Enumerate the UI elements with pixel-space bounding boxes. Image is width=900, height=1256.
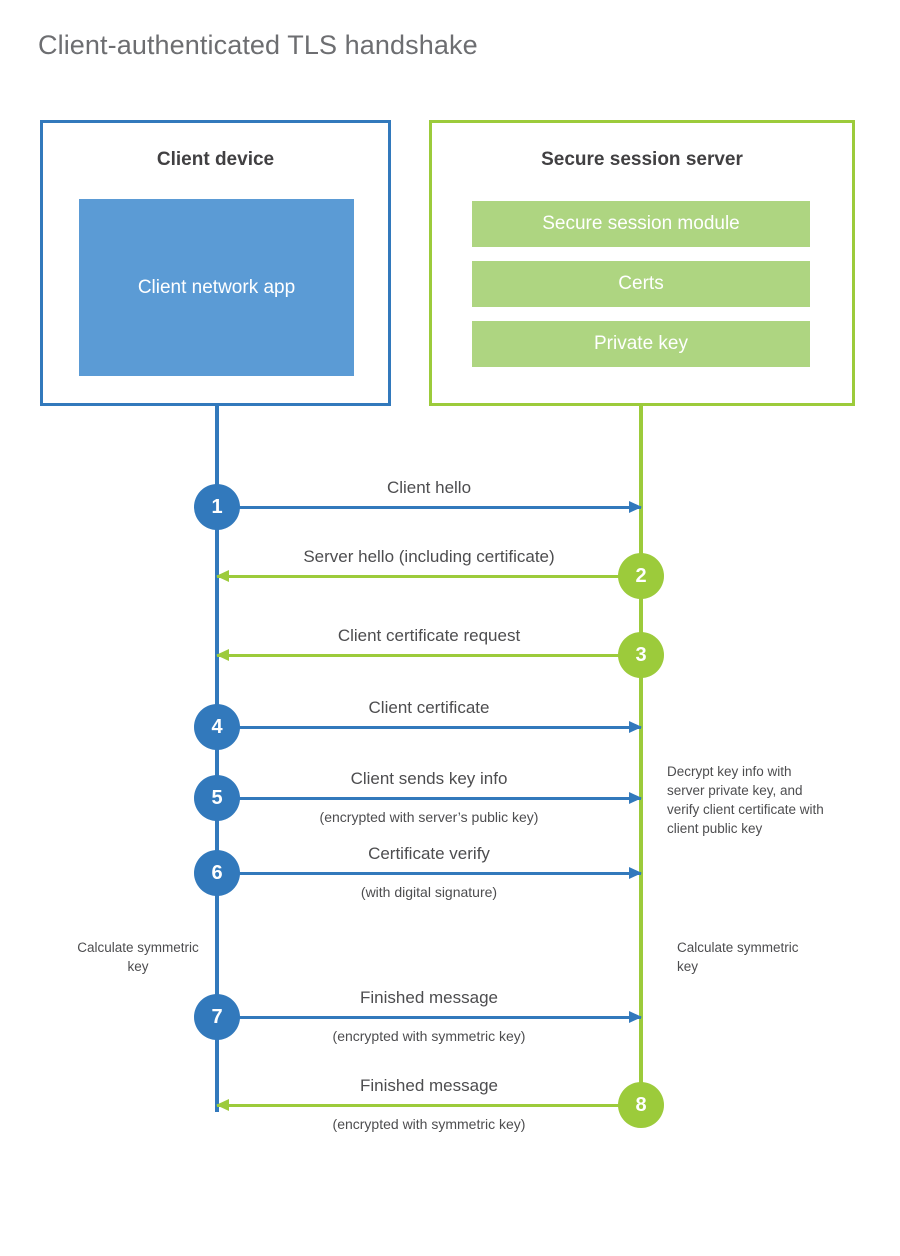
arrow-head-left-icon	[216, 570, 229, 582]
step-number-3: 3	[635, 643, 647, 666]
arrow-line	[217, 726, 641, 729]
client-lifeline	[215, 406, 219, 1112]
message-sublabel-6: (with digital signature)	[360, 884, 498, 900]
step-number-4: 4	[211, 715, 223, 738]
arrow-head-right-icon	[629, 501, 642, 513]
annotation-server-decrypt: Decrypt key info with server private key…	[667, 764, 824, 837]
arrow-head-left-icon	[216, 649, 229, 661]
step-circle-8: 8	[618, 1082, 664, 1128]
arrow-head-left-icon	[216, 1099, 229, 1111]
arrow-head-right-icon	[629, 792, 642, 804]
annotation-server-calculate-symmetric-key: Calculate symmetric key	[677, 940, 799, 975]
arrow-line	[217, 1104, 641, 1107]
arrow-line	[217, 1016, 641, 1019]
message-label-5: Client sends key info	[350, 769, 508, 788]
step-circle-2: 2	[618, 553, 664, 599]
arrow-head-right-icon	[629, 721, 642, 733]
step-circle-6: 6	[194, 850, 240, 896]
message-label-6: Certificate verify	[368, 844, 490, 863]
client-network-app-block: Client network app	[79, 199, 354, 376]
server-lifeline	[639, 406, 643, 1107]
message-label-8: Finished message	[360, 1076, 498, 1095]
arrow-head-right-icon	[629, 1011, 642, 1023]
server-block-certs: Certs	[472, 261, 810, 307]
message-label-1: Client hello	[386, 478, 472, 497]
message-sublabel-5: (encrypted with server’s public key)	[319, 809, 539, 825]
step-number-1: 1	[211, 495, 223, 518]
server-block-private-key: Private key	[472, 321, 810, 367]
message-sublabel-7: (encrypted with symmetric key)	[332, 1028, 526, 1044]
message-label-2: Server hello (including certificate)	[303, 547, 555, 566]
annotation-client-calculate-symmetric-key: Calculate symmetric key	[77, 940, 199, 975]
message-label-4: Client certificate	[368, 698, 490, 717]
arrow-line	[217, 506, 641, 509]
client-device-box: Client device Client network app	[40, 120, 391, 406]
step-circle-3: 3	[618, 632, 664, 678]
secure-session-server-box: Secure session server Secure session mod…	[429, 120, 855, 406]
arrow-line	[217, 575, 641, 578]
step-number-6: 6	[211, 861, 223, 884]
step-circle-1: 1	[194, 484, 240, 530]
step-number-8: 8	[635, 1093, 647, 1116]
message-label-7: Finished message	[360, 988, 498, 1007]
page-title: Client-authenticated TLS handshake	[38, 30, 478, 60]
step-circle-4: 4	[194, 704, 240, 750]
arrow-line	[217, 872, 641, 875]
step-number-2: 2	[635, 564, 647, 587]
step-number-7: 7	[211, 1005, 223, 1028]
server-block-secure-session-module: Secure session module	[472, 201, 810, 247]
message-sublabel-8: (encrypted with symmetric key)	[332, 1116, 526, 1132]
secure-session-server-title: Secure session server	[541, 149, 743, 170]
client-device-title: Client device	[156, 149, 275, 170]
step-circle-5: 5	[194, 775, 240, 821]
step-number-5: 5	[211, 786, 223, 809]
server-component-list: Secure session module Certs Private key	[472, 201, 810, 367]
arrow-head-right-icon	[629, 867, 642, 879]
message-label-3: Client certificate request	[337, 626, 521, 645]
arrow-line	[217, 797, 641, 800]
step-circle-7: 7	[194, 994, 240, 1040]
arrow-line	[217, 654, 641, 657]
